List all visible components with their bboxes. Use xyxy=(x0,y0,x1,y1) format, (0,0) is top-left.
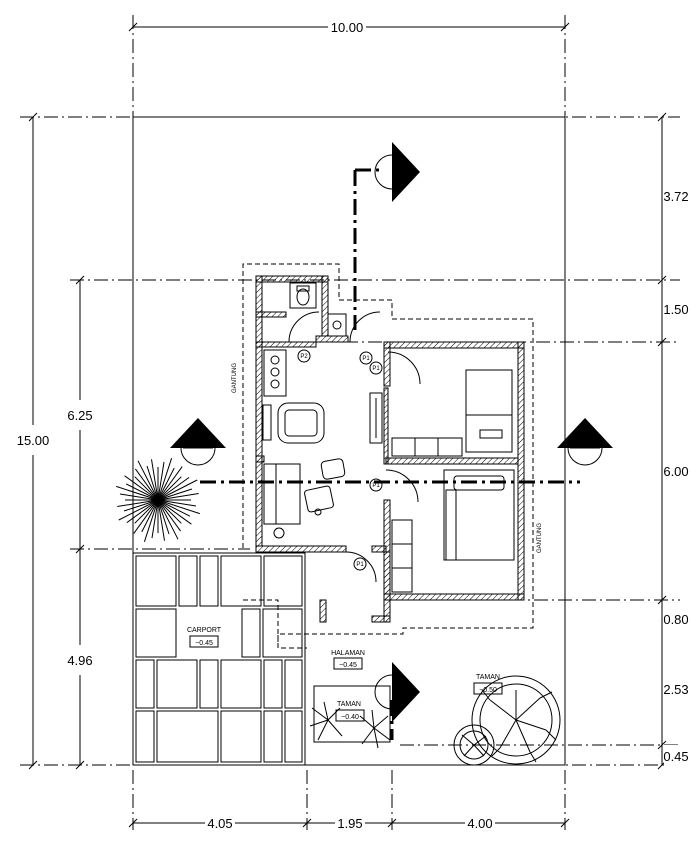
svg-text:−0.40: −0.40 xyxy=(341,714,359,721)
svg-text:HALAMAN: HALAMAN xyxy=(331,650,365,657)
svg-text:−0.45: −0.45 xyxy=(339,662,357,669)
furniture xyxy=(262,282,515,593)
gantung-label-left: GANTUNG xyxy=(232,363,238,393)
halaman-label: HALAMAN −0.45 xyxy=(331,650,365,670)
palm-frond xyxy=(134,468,159,501)
palm-frond xyxy=(126,499,159,524)
dim-right-4: 0.80 xyxy=(663,612,688,627)
palm-frond xyxy=(151,499,159,539)
palm-frond xyxy=(157,479,198,501)
svg-text:B: B xyxy=(583,439,588,446)
palm-frond xyxy=(157,499,170,535)
shrub-1 xyxy=(309,701,343,741)
palm-frond xyxy=(118,499,159,521)
carport-paving xyxy=(132,552,306,766)
palm-frond xyxy=(119,493,159,501)
palm-frond xyxy=(143,499,159,542)
dim-bottom-2: 1.95 xyxy=(337,816,362,831)
palm-frond xyxy=(117,499,159,507)
palm-frond xyxy=(151,459,159,501)
door-swings xyxy=(288,311,421,583)
palm-frond xyxy=(157,458,173,501)
section-marker-a-top: A xyxy=(374,142,420,202)
section-marker-b-right: B xyxy=(557,418,613,466)
dim-bottom-1: 4.05 xyxy=(207,816,232,831)
palm-frond xyxy=(157,499,182,532)
palm-frond xyxy=(134,476,159,501)
section-marker-b-left: B xyxy=(170,418,226,466)
svg-text:B: B xyxy=(196,439,201,446)
palm-frond xyxy=(133,499,159,534)
palm-frond xyxy=(157,476,182,501)
dimension-texts: 10.00 15.00 6.25 4.96 3.72 1.50 6.00 0.8… xyxy=(17,20,689,831)
roof-overhang-outline xyxy=(242,263,534,649)
palm-frond xyxy=(157,499,165,541)
svg-text:GANTUNG: GANTUNG xyxy=(232,363,238,393)
svg-text:−0.45: −0.45 xyxy=(195,640,213,647)
tree-large xyxy=(471,675,561,765)
svg-text:P2: P2 xyxy=(300,354,308,360)
palm-frond xyxy=(157,499,197,507)
svg-text:P1: P1 xyxy=(372,366,380,372)
palm-frond xyxy=(157,467,175,501)
shrub-2 xyxy=(359,709,391,749)
section-marker-a-bottom: A xyxy=(374,662,420,740)
svg-text:A: A xyxy=(394,170,399,177)
palm-frond xyxy=(157,488,193,501)
svg-text:P1: P1 xyxy=(372,483,380,489)
palm-frond xyxy=(157,499,182,524)
dim-left-upper: 6.25 xyxy=(67,408,92,423)
svg-text:P1: P1 xyxy=(356,562,364,568)
door-tag-p1 xyxy=(369,478,383,492)
dim-left-total: 15.00 xyxy=(17,433,50,448)
palm-frond xyxy=(137,460,159,501)
dim-left-lower: 4.96 xyxy=(67,653,92,668)
dim-right-3: 6.00 xyxy=(663,464,688,479)
svg-text:GANTUNG: GANTUNG xyxy=(537,523,543,553)
svg-text:TAMAN: TAMAN xyxy=(337,701,361,708)
door-tag-p1 xyxy=(353,557,367,571)
dimension-lines xyxy=(18,15,694,832)
palm-frond xyxy=(157,476,190,501)
palm-frond xyxy=(123,499,159,512)
door-tag-p2 xyxy=(297,349,311,363)
palm-frond xyxy=(125,483,159,501)
svg-text:TAMAN: TAMAN xyxy=(476,674,500,681)
carport-label: CARPORT −0.45 xyxy=(187,627,222,648)
palm-frond xyxy=(134,499,159,524)
dim-bottom-3: 4.00 xyxy=(467,816,492,831)
taman-label-2: TAMAN −0.50 xyxy=(473,674,503,695)
svg-text:−0.50: −0.50 xyxy=(479,687,497,694)
palm-frond xyxy=(146,465,159,501)
svg-text:CARPORT: CARPORT xyxy=(187,627,222,634)
dim-right-1: 3.72 xyxy=(663,189,688,204)
door-tag-p1 xyxy=(369,361,383,375)
palm-frond xyxy=(124,475,159,501)
gantung-label-right: GANTUNG xyxy=(537,523,543,553)
palm-frond xyxy=(157,461,165,501)
dim-top-width: 10.00 xyxy=(331,20,364,35)
palm-frond xyxy=(141,499,159,533)
svg-text:A: A xyxy=(394,690,399,697)
dim-right-5: 2.53 xyxy=(663,682,688,697)
walls xyxy=(255,275,525,623)
taman-label-1: TAMAN −0.40 xyxy=(313,685,391,743)
section-cut-lines xyxy=(200,168,580,484)
tree-small xyxy=(453,724,495,766)
palm-frond xyxy=(157,499,191,517)
palm-tree xyxy=(116,458,200,542)
palm-frond xyxy=(157,499,192,525)
svg-text:P1: P1 xyxy=(362,356,370,362)
door-tags: P2 P1 P1 P1 P1 xyxy=(297,349,383,571)
dim-right-2: 1.50 xyxy=(663,302,688,317)
palm-frond xyxy=(157,499,179,540)
door-tag-p1 xyxy=(359,351,373,365)
palm-frond xyxy=(157,466,183,501)
palm-frond xyxy=(157,499,200,515)
palm-frond xyxy=(116,485,159,501)
palm-frond xyxy=(157,493,199,501)
dim-right-6: 0.45 xyxy=(663,749,688,764)
